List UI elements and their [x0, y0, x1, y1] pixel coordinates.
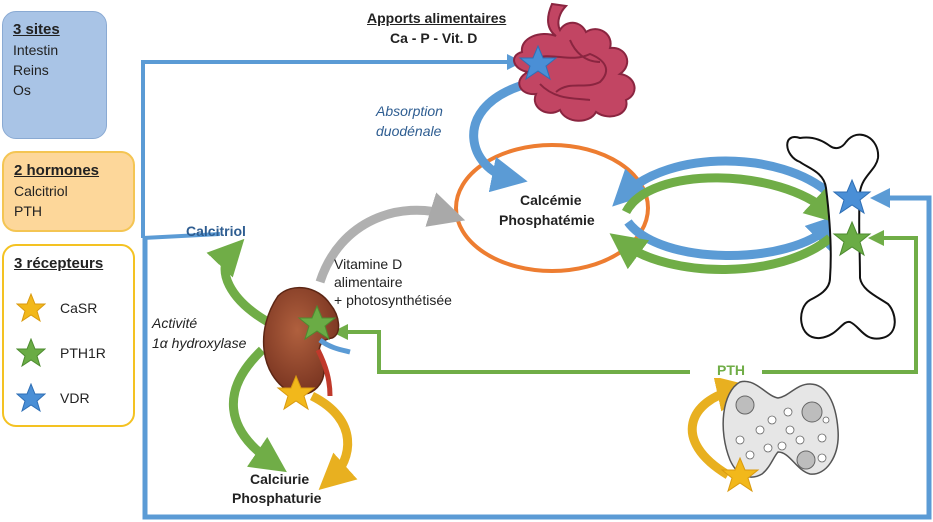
bone-vdr-star-icon: [832, 178, 872, 215]
thyroid-illustration: [720, 380, 839, 493]
bone-exchange-arrows: [609, 156, 843, 274]
vitamin-d-label-line1: Vitamine D: [334, 256, 403, 272]
apports-subtitle: Ca - P - Vit. D: [390, 30, 478, 46]
hormones-legend-box: 2 hormones Calcitriol PTH: [2, 151, 135, 232]
receptors-title: 3 récepteurs: [14, 255, 104, 272]
receptor-label-casr: CaSR: [60, 300, 98, 316]
absorption-arrow: [469, 81, 528, 193]
receptors-legend-box: 3 récepteurs CaSR PTH1R VDR: [2, 244, 135, 427]
thyroid-yellow-arrow: [687, 376, 753, 479]
calcemie-label: Calcémie: [520, 192, 582, 208]
kidney-yellow-arrow: [309, 391, 358, 491]
calcitriol-label: Calcitriol: [186, 223, 246, 239]
kidney-illustration: [262, 286, 351, 411]
site-item-intestin: Intestin: [13, 42, 59, 58]
absorption-label-line1: Absorption: [376, 103, 443, 119]
calciurie-label: Calciurie: [250, 471, 310, 487]
receptor-item-pth1r: PTH1R: [16, 335, 106, 371]
hormones-title: 2 hormones: [14, 162, 100, 179]
kidney-casr-star-icon: [276, 374, 316, 411]
receptor-label-vdr: VDR: [60, 390, 90, 406]
apports-title: Apports alimentaires: [367, 10, 507, 26]
thyroid-casr-star-icon: [720, 456, 760, 493]
bone-illustration: [786, 133, 896, 340]
bone-pth1r-star-icon: [832, 220, 872, 257]
vitamin-d-arrow: [315, 192, 466, 284]
pth-label: PTH: [713, 362, 749, 378]
absorption-label-line2: duodénale: [376, 123, 442, 139]
sites-title: 3 sites: [13, 21, 60, 38]
site-item-os: Os: [13, 82, 31, 98]
phosphatemie-label: Phosphatémie: [499, 212, 595, 228]
phosphaturie-label: Phosphaturie: [232, 490, 322, 506]
kidney-pth1r-star-icon: [297, 304, 337, 341]
blue-star-icon: [16, 383, 46, 413]
site-item-reins: Reins: [13, 62, 49, 78]
vitamin-d-label-line2: alimentaire: [334, 274, 403, 290]
receptor-item-casr: CaSR: [16, 290, 97, 326]
receptor-label-pth1r: PTH1R: [60, 345, 106, 361]
hormone-item-pth: PTH: [14, 203, 42, 219]
activite-label-line2: 1α hydroxylase: [152, 335, 247, 351]
sites-legend-box: 3 sites Intestin Reins Os: [2, 11, 107, 139]
hormone-item-calcitriol: Calcitriol: [14, 183, 68, 199]
vitamin-d-label-line3: + photosynthétisée: [334, 292, 452, 308]
intestine-illustration: [513, 2, 636, 122]
receptor-item-vdr: VDR: [16, 380, 90, 416]
yellow-star-icon: [16, 293, 46, 323]
green-star-icon: [16, 338, 46, 368]
blue-calcitriol-loop: [141, 54, 932, 520]
activite-label-line1: Activité: [152, 315, 198, 331]
intestine-vdr-star-icon: [518, 44, 558, 81]
kidney-green-arrows: [206, 238, 287, 473]
green-pth-loop: [332, 230, 918, 374]
